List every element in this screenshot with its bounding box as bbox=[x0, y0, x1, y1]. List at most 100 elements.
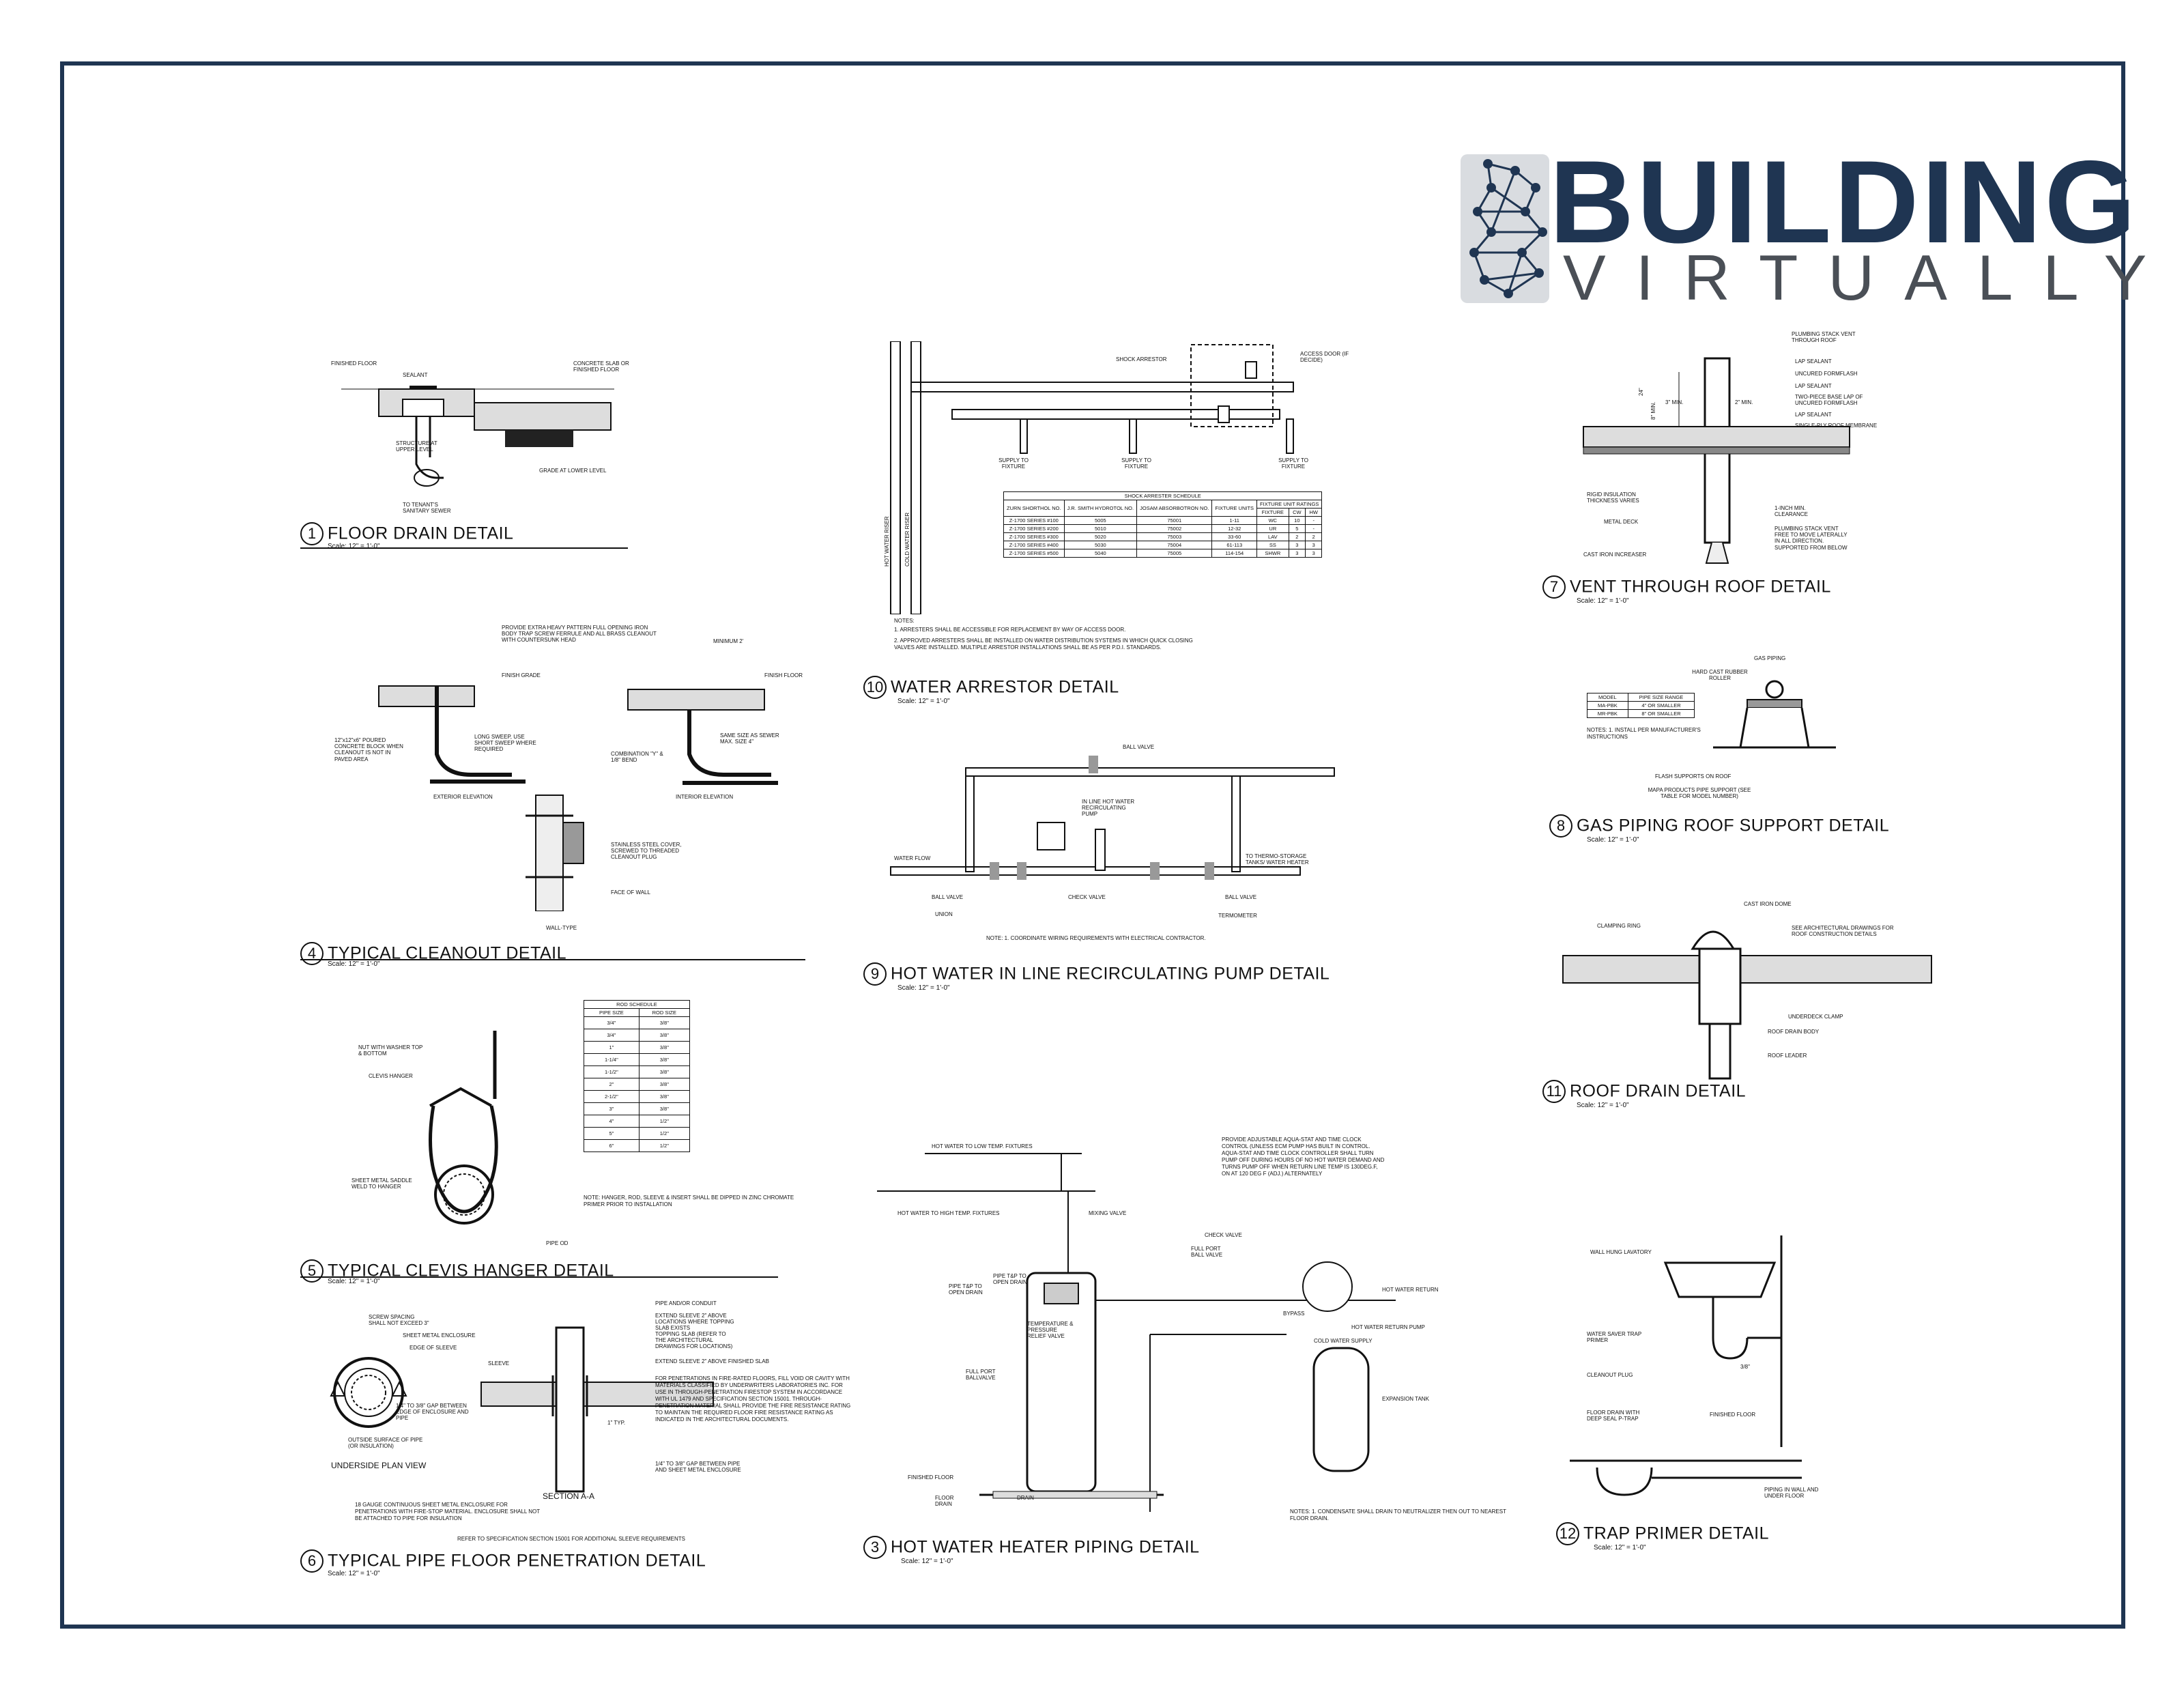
cell: 4" bbox=[584, 1115, 640, 1128]
label: FINISH FLOOR bbox=[764, 672, 803, 678]
scale-text: Scale: 12" = 1'-0" bbox=[897, 984, 950, 992]
label: SUPPLY TO FIXTURE bbox=[998, 457, 1029, 470]
label: PROVIDE EXTRA HEAVY PATTERN FULL OPENING… bbox=[502, 625, 657, 644]
floor-drain-drawing bbox=[341, 386, 614, 487]
label: PIPING IN WALL AND UNDER FLOOR bbox=[1764, 1487, 1819, 1500]
table-row: 1-1/2"3/8" bbox=[584, 1065, 690, 1078]
title-text: GAS PIPING ROOF SUPPORT DETAIL bbox=[1577, 816, 1890, 835]
detail-number: 1 bbox=[300, 522, 324, 545]
table-title: ROD SCHEDULE bbox=[584, 1000, 690, 1009]
label: TO THERMO-STORAGE TANKS/ WATER HEATER bbox=[1246, 853, 1309, 866]
label: LONG SWEEP, USE SHORT SWEEP WHERE REQUIR… bbox=[474, 734, 536, 753]
label: FINISHED FLOOR bbox=[908, 1474, 954, 1480]
cell: 75003 bbox=[1136, 532, 1213, 541]
table-row: 3"3/8" bbox=[584, 1102, 690, 1115]
detail-trap-primer: WALL HUNG LAVATORY WATER SAVER TRAP PRIM… bbox=[1556, 1235, 1911, 1563]
cell: 3/8" bbox=[638, 1078, 690, 1091]
cell: 3/8" bbox=[638, 1102, 690, 1115]
cell: 3 bbox=[1288, 549, 1306, 558]
cell: 3/8" bbox=[638, 1041, 690, 1054]
table-row: 6"1/2" bbox=[584, 1139, 690, 1152]
title-text: FLOOR DRAIN DETAIL bbox=[328, 524, 514, 543]
label: BALL VALVE bbox=[1225, 894, 1257, 900]
label: WATER SAVER TRAP PRIMER bbox=[1587, 1331, 1642, 1344]
label: TO TENANT'S SANITARY SEWER bbox=[403, 502, 451, 515]
cell: 10 bbox=[1288, 516, 1306, 525]
water-arrestor-drawing bbox=[890, 341, 1294, 614]
cell: 2" bbox=[584, 1078, 640, 1091]
title-text: HOT WATER IN LINE RECIRCULATING PUMP DET… bbox=[891, 964, 1330, 984]
label: CLEVIS HANGER bbox=[369, 1073, 413, 1079]
label: FULL PORT BALL VALVE bbox=[1191, 1246, 1223, 1259]
detail-number: 10 bbox=[863, 676, 887, 699]
table-row: 3/4"3/8" bbox=[584, 1029, 690, 1042]
table-row: 1-1/4"3/8" bbox=[584, 1053, 690, 1066]
title-underline bbox=[300, 959, 805, 960]
cell: 5" bbox=[584, 1127, 640, 1140]
cell: - bbox=[1305, 516, 1323, 525]
detail-recirculating-pump: BALL VALVE IN LINE HOT WATER RECIRCULATI… bbox=[863, 741, 1368, 1000]
label: SCREW SPACING SHALL NOT EXCEED 3" bbox=[369, 1314, 429, 1327]
table-row: 2"3/8" bbox=[584, 1078, 690, 1091]
label: PROVIDE ADJUSTABLE AQUA-STAT AND TIME CL… bbox=[1222, 1136, 1385, 1177]
note-line: 2. APPROVED ARRESTERS SHALL BE INSTALLED… bbox=[894, 638, 1193, 650]
label: 1/4" TO 3/8" GAP BETWEEN EDGE OF ENCLOSU… bbox=[396, 1403, 469, 1422]
brand-word-building: BUILDING bbox=[1549, 137, 2139, 268]
cell: 5010 bbox=[1063, 524, 1138, 533]
detail-number: 3 bbox=[863, 1536, 887, 1559]
hot-water-heater-drawing bbox=[877, 1153, 1396, 1512]
detail-vent-through-roof: PLUMBING STACK VENT THROUGH ROOF LAP SEA… bbox=[1542, 331, 1925, 614]
roof-drain-drawing bbox=[1562, 930, 1932, 1080]
scale-text: Scale: 12" = 1'-0" bbox=[901, 1558, 953, 1565]
label: EXTEND SLEEVE 2" ABOVE FINISHED SLAB bbox=[655, 1358, 769, 1364]
cell: 1-1/4" bbox=[584, 1053, 640, 1066]
recirculating-pump-drawing bbox=[890, 756, 1335, 880]
cell: 8" OR SMALLER bbox=[1627, 709, 1695, 718]
label: SINGLE-PLY ROOF MEMBRANE bbox=[1795, 423, 1878, 429]
label: COLD WATER SUPPLY bbox=[1314, 1338, 1373, 1344]
cell: 3/8" bbox=[638, 1029, 690, 1042]
scale-text: Scale: 12" = 1'-0" bbox=[1577, 597, 1629, 605]
detail-title: 8 GAS PIPING ROOF SUPPORT DETAIL bbox=[1549, 814, 1889, 838]
label: PIPE T&P TO OPEN DRAIN bbox=[993, 1273, 1027, 1286]
cell: SHWR bbox=[1256, 549, 1289, 558]
brand-word-virtually: VIRTUALLY bbox=[1563, 242, 2177, 313]
label: IN LINE HOT WATER RECIRCULATING PUMP bbox=[1082, 799, 1135, 818]
cell: Z-1700 SERIES #400 bbox=[1003, 541, 1065, 549]
label: OUTSIDE SURFACE OF PIPE (OR INSULATION) bbox=[348, 1437, 423, 1450]
label: 2" MIN. bbox=[1735, 399, 1753, 405]
cell: 3/8" bbox=[638, 1090, 690, 1103]
cell: - bbox=[1305, 524, 1323, 533]
label: CLEANOUT PLUG bbox=[1587, 1372, 1633, 1378]
label: CHECK VALVE bbox=[1068, 894, 1106, 900]
title-text: TRAP PRIMER DETAIL bbox=[1583, 1524, 1770, 1543]
label: FLASH SUPPORTS ON ROOF bbox=[1655, 773, 1732, 779]
label: SUPPLY TO FIXTURE bbox=[1278, 457, 1308, 470]
table-row: 2-1/2"3/8" bbox=[584, 1090, 690, 1103]
label: HOT WATER TO HIGH TEMP. FIXTURES bbox=[897, 1210, 1000, 1216]
view-label: UNDERSIDE PLAN VIEW bbox=[331, 1461, 427, 1470]
cell: 75001 bbox=[1136, 516, 1213, 525]
label: 3/8" bbox=[1740, 1364, 1750, 1370]
label: SUPPLY TO FIXTURE bbox=[1121, 457, 1151, 470]
detail-number: 11 bbox=[1542, 1080, 1566, 1103]
label: FOR PENETRATIONS IN FIRE-RATED FLOORS, F… bbox=[655, 1375, 851, 1422]
label: PIPE AND/OR CONDUIT bbox=[655, 1300, 717, 1306]
cell: 1/2" bbox=[638, 1127, 690, 1140]
label: UNDERDECK CLAMP bbox=[1788, 1014, 1843, 1020]
note-line: NOTES: bbox=[894, 618, 915, 624]
label: 24" bbox=[1638, 388, 1644, 396]
cell: 4" OR SMALLER bbox=[1627, 701, 1695, 710]
cell: 2 bbox=[1305, 532, 1323, 541]
label: LAP SEALANT bbox=[1795, 358, 1832, 364]
label: MIXING VALVE bbox=[1089, 1210, 1127, 1216]
detail-number: 8 bbox=[1549, 814, 1572, 838]
label: 1" TYP. bbox=[607, 1420, 626, 1426]
label: 1-INCH MIN. CLEARANCE bbox=[1774, 505, 1808, 518]
col-header: ZURN SHORTHOL NO. bbox=[1003, 500, 1065, 517]
label: 8" MIN. bbox=[1650, 401, 1656, 420]
label: DRAIN bbox=[1017, 1495, 1034, 1501]
